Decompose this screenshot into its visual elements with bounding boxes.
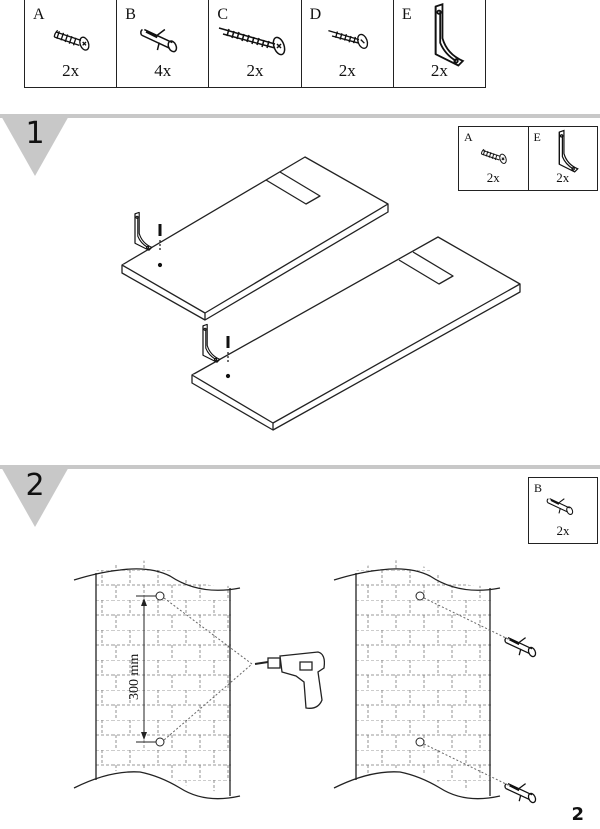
part-count: 2x	[430, 61, 448, 80]
wall-anchor-icon	[503, 636, 539, 659]
part-count: 2x	[338, 61, 356, 80]
part-letter: A	[33, 6, 45, 23]
part-letter: B	[534, 481, 543, 495]
step2-wall-illustration: 300 mm	[73, 560, 539, 805]
part-count: 2x	[556, 523, 570, 538]
dimension-label: 300 mm	[127, 654, 142, 700]
left-wall	[73, 560, 253, 800]
part-count: 4x	[154, 61, 172, 80]
step2-parts-box: B 2x	[528, 477, 598, 544]
part-letter: E	[401, 6, 412, 23]
step2-marker-icon	[0, 465, 70, 527]
step2-number: 2	[25, 468, 45, 503]
part-letter: B	[125, 6, 136, 23]
part-a: A 2x	[25, 0, 118, 87]
step2-divider	[0, 465, 600, 469]
part-count: 2x	[62, 61, 80, 80]
part-count: 2x	[486, 170, 500, 185]
step1-part-a: A 2x	[459, 127, 529, 190]
part-count: 2x	[246, 61, 264, 80]
part-letter: D	[309, 6, 322, 23]
step1-parts-box: A 2x E 2x	[458, 126, 598, 191]
page-number: 2	[571, 804, 584, 825]
step1-part-e: E 2x	[529, 127, 598, 190]
part-count: 2x	[556, 170, 570, 185]
part-e: E 2x	[394, 0, 485, 87]
part-d: D 2x	[302, 0, 394, 87]
part-letter: C	[217, 6, 229, 23]
parts-list-table: A 2x B 4x C 2x D 2x E 2x	[24, 0, 486, 88]
part-letter: E	[533, 130, 541, 144]
step1-marker-icon	[0, 114, 70, 176]
drill-icon	[254, 651, 326, 709]
step1-shelf-illustration	[121, 156, 521, 431]
wall-anchor-icon	[503, 782, 539, 805]
part-c: C 2x	[209, 0, 302, 87]
part-b: B 4x	[117, 0, 210, 87]
step1-number: 1	[25, 116, 45, 151]
part-letter: A	[464, 130, 473, 144]
step2-part-b: B 2x	[529, 478, 597, 543]
step1-divider	[0, 114, 600, 118]
right-wall	[333, 560, 511, 800]
